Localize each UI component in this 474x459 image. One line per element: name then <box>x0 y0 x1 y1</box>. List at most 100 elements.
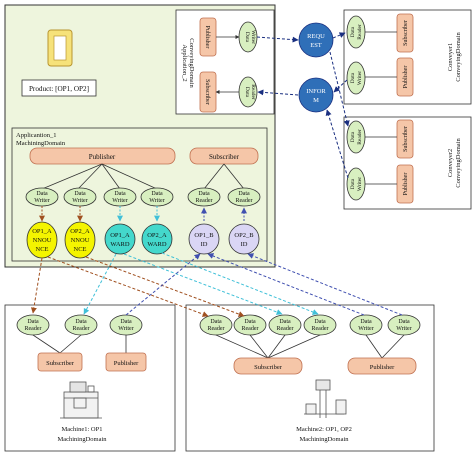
app1-data-writer-2: Data Writer <box>63 187 97 207</box>
svg-text:Publisher: Publisher <box>204 26 210 49</box>
machine1-publisher: Publisher <box>105 352 147 372</box>
conveyer1-subscriber: Subscriber <box>396 13 414 53</box>
machine2-data-reader-1: Data Reader <box>199 314 233 336</box>
product-label: Product: [OP1, OP2] <box>29 85 89 93</box>
app1-subscriber: Subscriber <box>189 147 259 165</box>
app2-box <box>175 9 275 115</box>
svg-text:Data: Data <box>198 191 210 197</box>
app2-data-writer: Data Writer <box>238 21 258 53</box>
app1-publisher: Publisher <box>29 147 176 165</box>
machine1-data-reader-2: Data Reader <box>64 314 98 336</box>
svg-text:Data: Data <box>151 191 163 197</box>
svg-text:Data: Data <box>120 319 132 325</box>
machine1-cnc-icon <box>60 381 102 419</box>
svg-text:Data: Data <box>279 319 291 325</box>
svg-text:Writer: Writer <box>357 71 363 85</box>
topic-op1-bid: OP1_B ID <box>188 223 220 255</box>
svg-text:Data: Data <box>244 32 250 43</box>
svg-text:Data: Data <box>360 319 372 325</box>
svg-text:Writer: Writer <box>396 326 411 332</box>
svg-text:OP1_B: OP1_B <box>194 232 214 239</box>
svg-text:Data: Data <box>114 191 126 197</box>
svg-text:Writer: Writer <box>250 30 256 44</box>
svg-text:NNOU: NNOU <box>71 237 90 244</box>
product-icon <box>47 29 73 67</box>
conveyer1-data-reader: Data Reader <box>346 15 366 49</box>
svg-text:Subscriber: Subscriber <box>403 126 409 152</box>
svg-text:Publisher: Publisher <box>370 364 395 371</box>
svg-text:Reader: Reader <box>25 326 42 332</box>
link-op1-award-machine1 <box>83 253 117 315</box>
svg-text:Reader: Reader <box>250 84 256 100</box>
svg-text:EST: EST <box>310 42 322 49</box>
machine2-data-reader-2: Data Reader <box>233 314 267 336</box>
svg-text:Reader: Reader <box>196 198 213 204</box>
svg-text:Writer: Writer <box>358 326 373 332</box>
svg-text:NCE: NCE <box>36 246 49 253</box>
svg-text:Reader: Reader <box>73 326 90 332</box>
link-op1-award-machine2 <box>123 253 283 315</box>
svg-text:Reader: Reader <box>236 198 253 204</box>
topic-op1-announce: OP1_A NNOU NCE <box>26 221 58 259</box>
conveyer1-title-line2: ConveyingDomain <box>455 32 462 82</box>
conveyer2-data-reader: Data Reader <box>346 120 366 154</box>
app1-data-writer-4: Data Writer <box>140 187 174 207</box>
svg-text:Data: Data <box>350 131 356 142</box>
svg-text:Writer: Writer <box>357 177 363 191</box>
machine2-label-line1: Machine2: OP1, OP2 <box>296 426 352 433</box>
svg-text:ID: ID <box>201 241 208 248</box>
conveyer2-publisher: Publisher <box>396 164 414 204</box>
svg-text:Data: Data <box>244 87 250 98</box>
link-op2-award-machine2 <box>161 252 319 315</box>
conveyer2-title-line1: Conveyer2 <box>447 149 454 178</box>
svg-text:Publisher: Publisher <box>403 66 409 89</box>
svg-text:OP1_A: OP1_A <box>110 232 130 239</box>
svg-text:Reader: Reader <box>208 326 225 332</box>
svg-text:NCE: NCE <box>74 246 87 253</box>
svg-text:Writer: Writer <box>72 198 87 204</box>
svg-text:REQU: REQU <box>307 33 325 40</box>
link-machine1-bid <box>125 253 201 316</box>
machine2-publisher: Publisher <box>347 357 417 375</box>
link-machine2-writer2-bid <box>247 253 403 316</box>
conveyer2-data-writer: Data Writer <box>346 167 366 201</box>
svg-text:Data: Data <box>36 191 48 197</box>
app1-data-writer-3: Data Writer <box>103 187 137 207</box>
svg-text:WARD: WARD <box>147 241 166 248</box>
topic-inform: INFOR M <box>298 77 334 113</box>
app1-data-reader-1: Data Reader <box>187 187 221 207</box>
svg-text:OP2_B: OP2_B <box>234 232 254 239</box>
svg-text:Reader: Reader <box>357 24 363 40</box>
conveyer2-subscriber: Subscriber <box>396 119 414 159</box>
topic-request: REQU EST <box>298 22 334 58</box>
svg-text:INFOR: INFOR <box>306 88 326 95</box>
product-box <box>21 79 97 97</box>
app2-title-line1: Application_2 <box>181 44 188 81</box>
svg-text:Data: Data <box>398 319 410 325</box>
svg-text:Subscriber: Subscriber <box>46 360 75 367</box>
app2-data-reader: Data Reader <box>238 76 258 108</box>
topic-op2-bid: OP2_B ID <box>228 223 260 255</box>
svg-text:NNOU: NNOU <box>33 237 52 244</box>
topic-op2-announce: OP2_A NNOU NCE <box>64 221 96 259</box>
conveyer2-title-line2: ConveyingDomain <box>455 138 462 188</box>
svg-text:Writer: Writer <box>149 198 164 204</box>
svg-text:Data: Data <box>75 319 87 325</box>
conveyer1-data-writer: Data Writer <box>346 61 366 95</box>
machine2-subscriber: Subscriber <box>233 357 303 375</box>
svg-text:Reader: Reader <box>357 129 363 145</box>
svg-text:ID: ID <box>241 241 248 248</box>
svg-text:OP1_A: OP1_A <box>32 228 52 235</box>
svg-text:Subscriber: Subscriber <box>403 20 409 46</box>
svg-text:Data: Data <box>27 319 39 325</box>
svg-text:Data: Data <box>244 319 256 325</box>
svg-text:Subscriber: Subscriber <box>209 153 240 161</box>
svg-text:OP2_A: OP2_A <box>70 228 90 235</box>
app1-data-writer-1: Data Writer <box>25 187 59 207</box>
svg-text:Data: Data <box>350 72 356 83</box>
svg-text:Subscriber: Subscriber <box>204 79 210 105</box>
svg-text:WARD: WARD <box>110 241 129 248</box>
svg-text:Publisher: Publisher <box>89 153 116 161</box>
machine2-data-reader-3: Data Reader <box>268 314 302 336</box>
